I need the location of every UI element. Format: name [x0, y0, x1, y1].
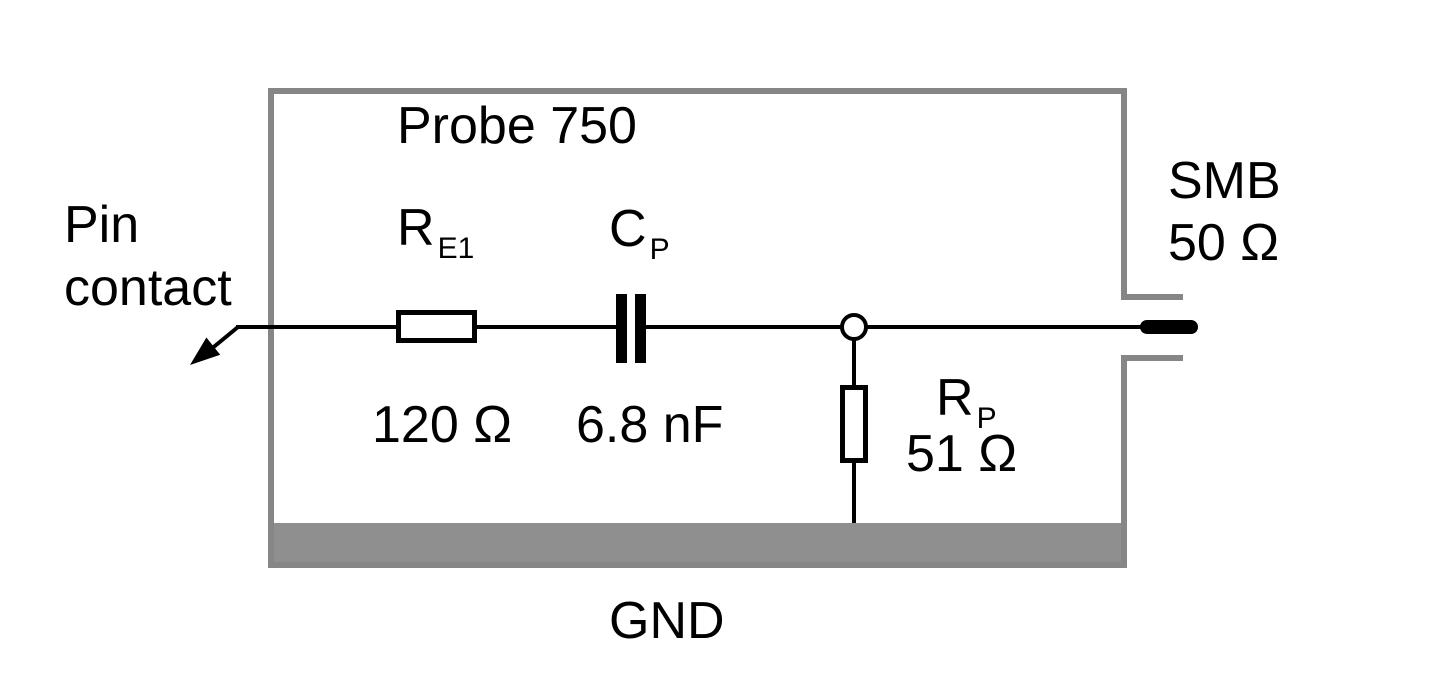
cp-subscript: P: [649, 233, 670, 266]
smb-connector-impedance: 50 Ω: [1168, 214, 1280, 272]
rp-value: 51 Ω: [906, 425, 1018, 483]
probe-title: Probe 750: [397, 97, 637, 155]
probe-box-border-top: [268, 88, 1127, 94]
probe-box-border-right-lower: [1121, 355, 1127, 568]
probe-box-border-right-upper: [1121, 88, 1127, 300]
smb-connector-label: SMB: [1168, 152, 1281, 210]
wire-main-right: [643, 325, 1145, 329]
cp-value: 6.8 nF: [576, 396, 724, 454]
pin-contact-line2: contact: [64, 259, 232, 317]
pin-contact-arrow: [190, 325, 240, 365]
probe-box-border-bottom: [268, 562, 1127, 568]
pin-contact-line1: Pin: [64, 196, 140, 254]
ground-bar: [274, 523, 1121, 562]
rp-symbol-letter: R: [936, 369, 974, 427]
smb-notch-lower-stub: [1121, 355, 1183, 361]
cp-symbol-letter: C: [609, 200, 647, 258]
capacitor-cp-plate-left: [616, 294, 627, 363]
rp-subscript: P: [976, 402, 997, 435]
re1-value: 120 Ω: [372, 396, 513, 454]
resistor-re1-symbol: [396, 310, 477, 343]
re1-subscript: E1: [437, 232, 475, 265]
smb-connector-pin: [1140, 320, 1198, 334]
pin-contact-label: Pin contact: [64, 194, 232, 320]
re1-symbol-letter: R: [397, 199, 435, 257]
junction-node: [840, 313, 868, 341]
resistor-rp-symbol: [840, 385, 868, 463]
capacitor-cp-plate-right: [635, 294, 646, 363]
gnd-label: GND: [609, 592, 725, 650]
smb-notch-upper-stub: [1121, 294, 1183, 300]
